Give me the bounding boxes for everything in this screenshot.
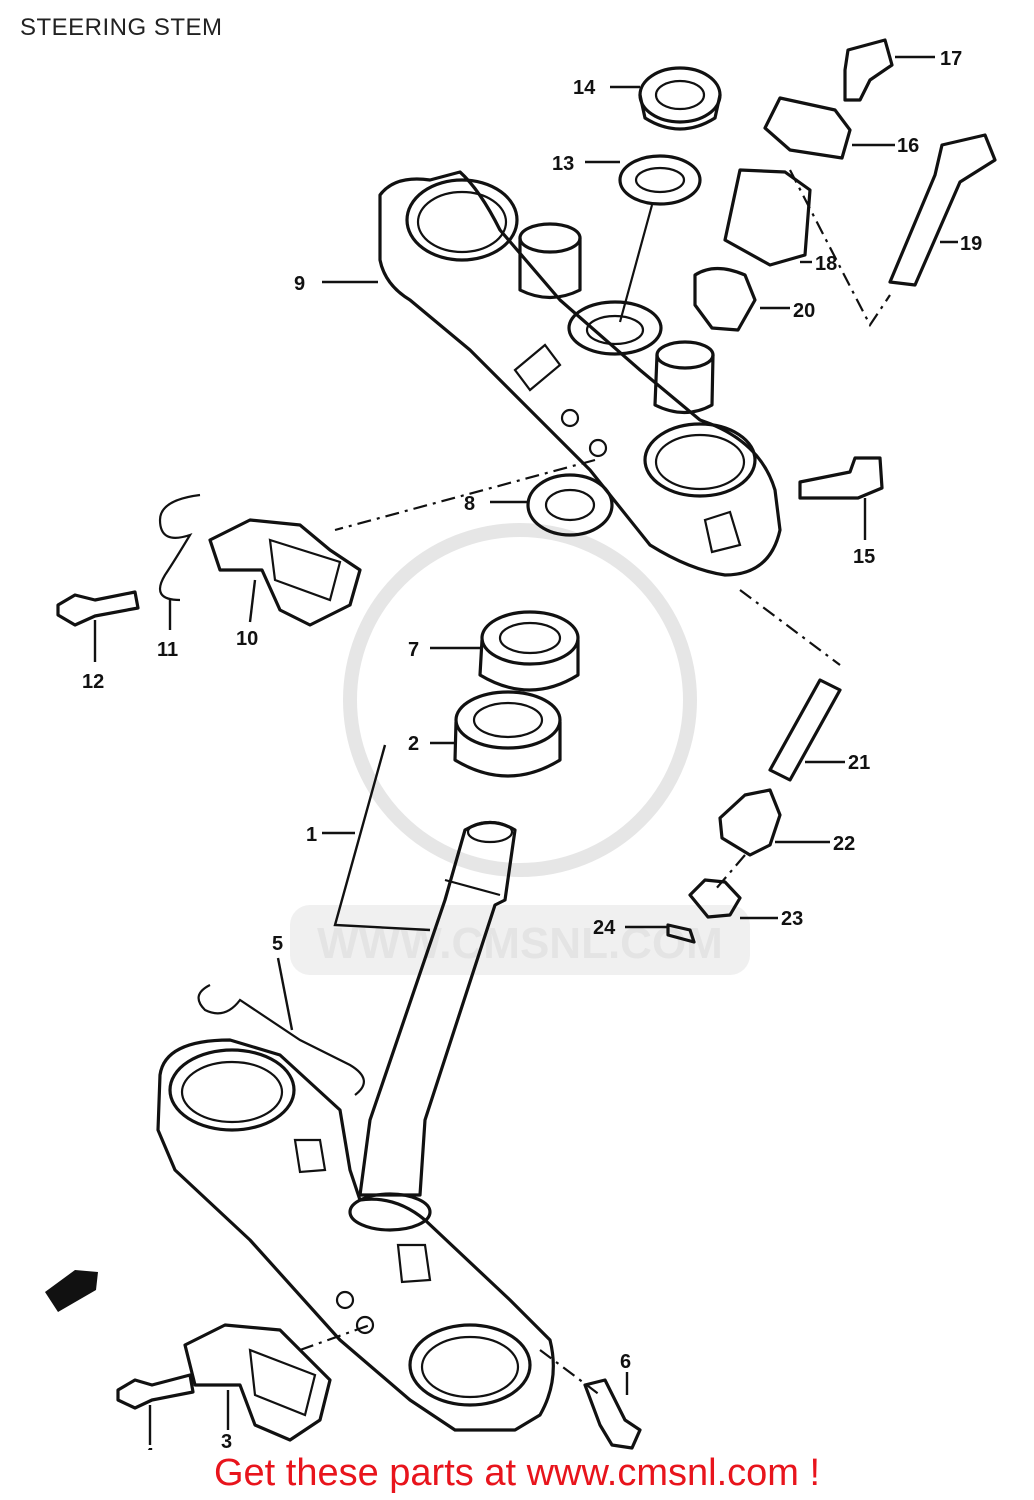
parts-3-4-6 — [116, 1323, 642, 1450]
lower-bracket — [156, 984, 555, 1432]
callout-2: 2 — [408, 733, 419, 755]
callout-16: 16 — [897, 135, 919, 157]
parts-10-12 — [56, 493, 362, 627]
callout-4: 4 — [143, 1445, 155, 1450]
part-15 — [798, 456, 884, 500]
callout-18: 18 — [815, 253, 837, 275]
watermark-logo: WWW.CMSNL.COM — [290, 523, 750, 975]
front-arrow-icon — [45, 1270, 98, 1312]
callout-7: 7 — [408, 639, 419, 661]
parts-13-14 — [618, 66, 722, 323]
bearings-2-7 — [453, 610, 580, 778]
callout-15: 15 — [853, 546, 875, 568]
callout-8: 8 — [464, 493, 475, 515]
callout-12: 12 — [82, 671, 104, 693]
callout-23: 23 — [781, 908, 803, 930]
callout-11: 11 — [157, 639, 178, 661]
callout-numbers: 14 13 17 16 19 18 20 9 8 15 10 11 12 7 2… — [82, 48, 982, 1450]
upper-bracket — [378, 170, 782, 577]
callout-17: 17 — [940, 48, 962, 70]
callout-24: 24 — [593, 917, 616, 939]
callout-5: 5 — [272, 933, 283, 955]
callout-3: 3 — [221, 1431, 232, 1450]
part-8 — [334, 458, 614, 537]
callout-9: 9 — [294, 273, 305, 295]
callout-1: 1 — [306, 824, 317, 846]
callout-14: 14 — [573, 77, 596, 99]
callout-6: 6 — [620, 1351, 631, 1373]
callout-22: 22 — [833, 833, 855, 855]
callout-10: 10 — [236, 628, 258, 650]
callout-21: 21 — [848, 752, 870, 774]
parts-16-20 — [693, 38, 997, 332]
callout-13: 13 — [552, 153, 574, 175]
callout-19: 19 — [960, 233, 982, 255]
leader-lines — [93, 55, 958, 1445]
page-title: STEERING STEM — [20, 14, 223, 41]
callout-20: 20 — [793, 300, 815, 322]
exploded-parts-diagram: WWW.CMSNL.COM — [45, 38, 997, 1450]
parts-21-24 — [666, 589, 842, 944]
footer-link-text[interactable]: Get these parts at www.cmsnl.com ! — [213, 1452, 821, 1494]
